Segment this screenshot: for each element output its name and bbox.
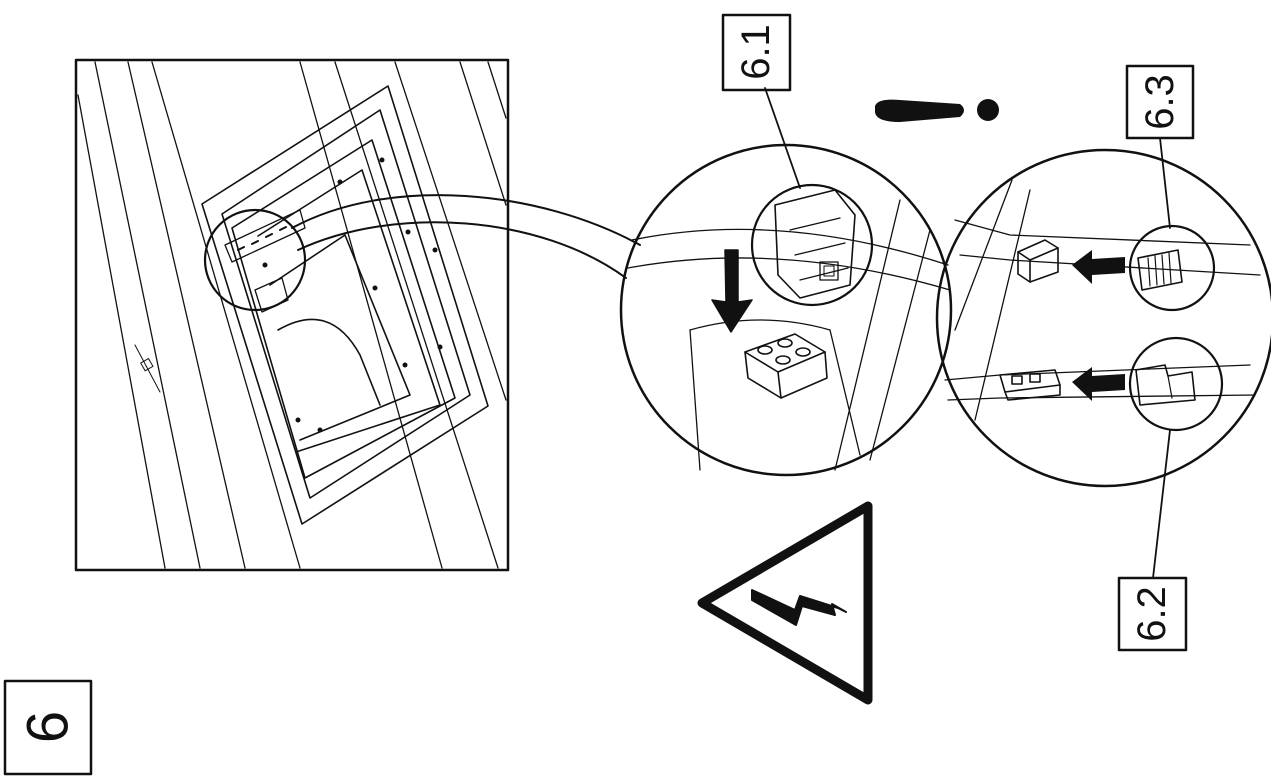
- zoom-source-circle: [203, 208, 307, 313]
- plug-zoom: [750, 183, 874, 307]
- callout-6-3-leader: [1159, 137, 1171, 229]
- callout-6-2-box: [1117, 576, 1188, 652]
- callout-6-3-label: 6.3: [1138, 74, 1182, 130]
- socket: [744, 333, 828, 399]
- callout-6-1-leader: [764, 87, 801, 189]
- callout-6-2-label: 6.2: [1130, 586, 1174, 642]
- callout-6-2-leader: [1152, 429, 1171, 579]
- connector-6-2-target: [999, 369, 1061, 401]
- callout-6-1-label: 6.1: [734, 24, 778, 80]
- down-arrow-icon: [711, 249, 753, 333]
- opening-frame: [201, 85, 489, 525]
- connector-6-2-zoom: [1128, 336, 1224, 432]
- main-panel: [74, 58, 510, 572]
- detail-circle-6-1: [619, 143, 953, 477]
- detail-circle-6-2-6-3: [935, 148, 1271, 488]
- zoom-connector-band: [291, 194, 641, 279]
- callout-6-3-box: [1125, 64, 1195, 140]
- connector-6-3-target: [1017, 239, 1059, 283]
- connector-6-3-zoom: [1128, 224, 1216, 312]
- brand-marking: [134, 344, 161, 393]
- exclamation-icon: [875, 99, 999, 122]
- step-number: 6: [16, 711, 81, 743]
- electrical-hazard-triangle-icon: [697, 501, 873, 705]
- step-number-box: [3, 679, 93, 776]
- callout-6-1-box: [721, 13, 792, 92]
- frame-screws: [262, 157, 443, 433]
- left-arrow-icon: [1072, 250, 1125, 401]
